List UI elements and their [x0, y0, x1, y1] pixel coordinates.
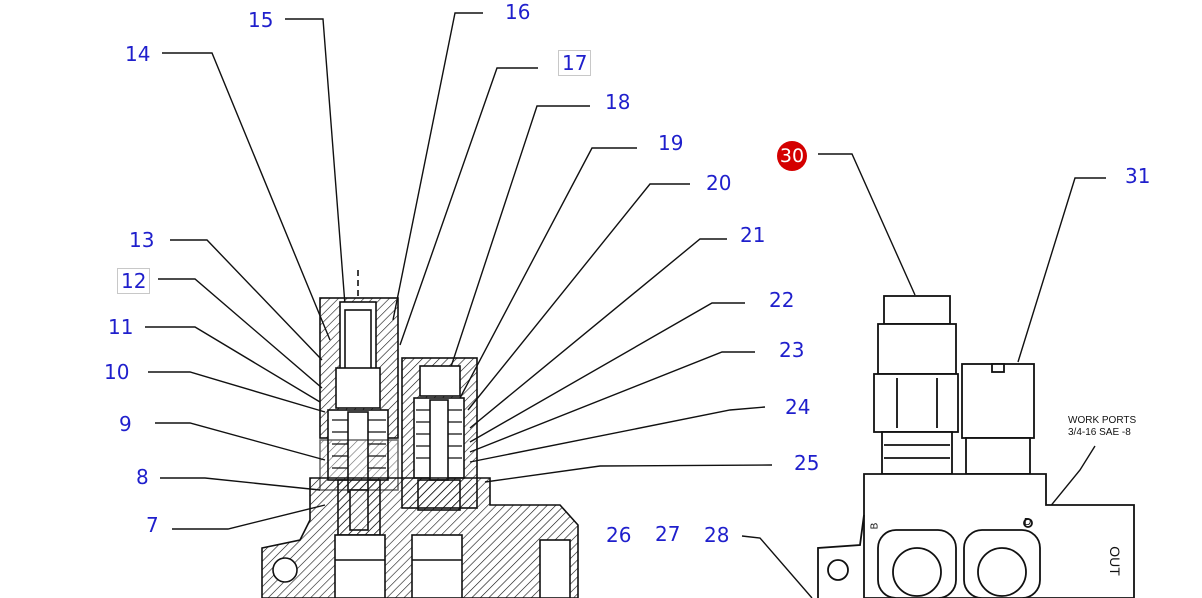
callout-30[interactable]: 30 — [777, 141, 807, 171]
cartridge-30-drawing — [873, 295, 959, 475]
callout-12[interactable]: 12 — [117, 268, 151, 294]
leader-9 — [155, 422, 326, 461]
leader-21 — [469, 238, 727, 429]
callout-28[interactable]: 28 — [704, 523, 730, 547]
leader-10 — [148, 371, 326, 413]
callout-26[interactable]: 26 — [606, 523, 632, 547]
callout-8[interactable]: 8 — [136, 465, 149, 489]
leader-12 — [158, 278, 323, 389]
callout-17[interactable]: 17 — [558, 50, 592, 76]
callout-11[interactable]: 11 — [108, 315, 134, 339]
callout-10[interactable]: 10 — [104, 360, 130, 384]
leader-30 — [818, 153, 916, 296]
leader-24 — [469, 406, 766, 463]
manifold-block-left — [261, 477, 579, 598]
leader-15 — [285, 18, 346, 306]
work-ports-line1: WORK PORTS — [1068, 415, 1137, 426]
callout-16[interactable]: 16 — [505, 0, 531, 24]
leader-28 — [741, 535, 813, 598]
leader-23 — [469, 351, 755, 453]
leader-20 — [467, 183, 690, 411]
leader-18 — [444, 105, 590, 386]
leader-14 — [162, 52, 331, 341]
callout-23[interactable]: 23 — [779, 338, 805, 362]
leader-11 — [145, 326, 321, 403]
leader-7 — [172, 504, 326, 530]
callout-21[interactable]: 21 — [740, 223, 766, 247]
out-label: OUT — [1106, 546, 1123, 576]
callout-13[interactable]: 13 — [129, 228, 155, 252]
callout-22[interactable]: 22 — [769, 288, 795, 312]
callout-24[interactable]: 24 — [785, 395, 811, 419]
callout-19[interactable]: 19 — [658, 131, 684, 155]
callout-27[interactable]: 27 — [655, 522, 681, 546]
port-b-label: B — [869, 522, 881, 530]
callout-15[interactable]: 15 — [248, 8, 274, 32]
leader-22 — [469, 302, 745, 443]
leader-13 — [170, 239, 323, 361]
callout-25[interactable]: 25 — [794, 451, 820, 475]
leader-31 — [1017, 177, 1106, 363]
leader-25 — [484, 464, 773, 483]
port-d-label: D — [1024, 517, 1032, 528]
leader-19 — [459, 147, 637, 399]
callout-18[interactable]: 18 — [605, 90, 631, 114]
leader-17 — [399, 67, 538, 346]
callout-7[interactable]: 7 — [146, 513, 159, 537]
callout-9[interactable]: 9 — [119, 412, 132, 436]
plug-31-drawing — [961, 363, 1035, 475]
leader-16 — [392, 12, 483, 321]
leader-8 — [160, 477, 321, 491]
callout-31[interactable]: 31 — [1125, 164, 1151, 188]
valve-body-left — [319, 270, 399, 536]
work-ports-line2: 3/4-16 SAE -8 — [1068, 427, 1131, 438]
work-ports-label: WORK PORTS 3/4-16 SAE -8 — [1068, 415, 1136, 439]
valve-block-right — [817, 473, 1135, 598]
callout-14[interactable]: 14 — [125, 42, 151, 66]
callout-20[interactable]: 20 — [706, 171, 732, 195]
